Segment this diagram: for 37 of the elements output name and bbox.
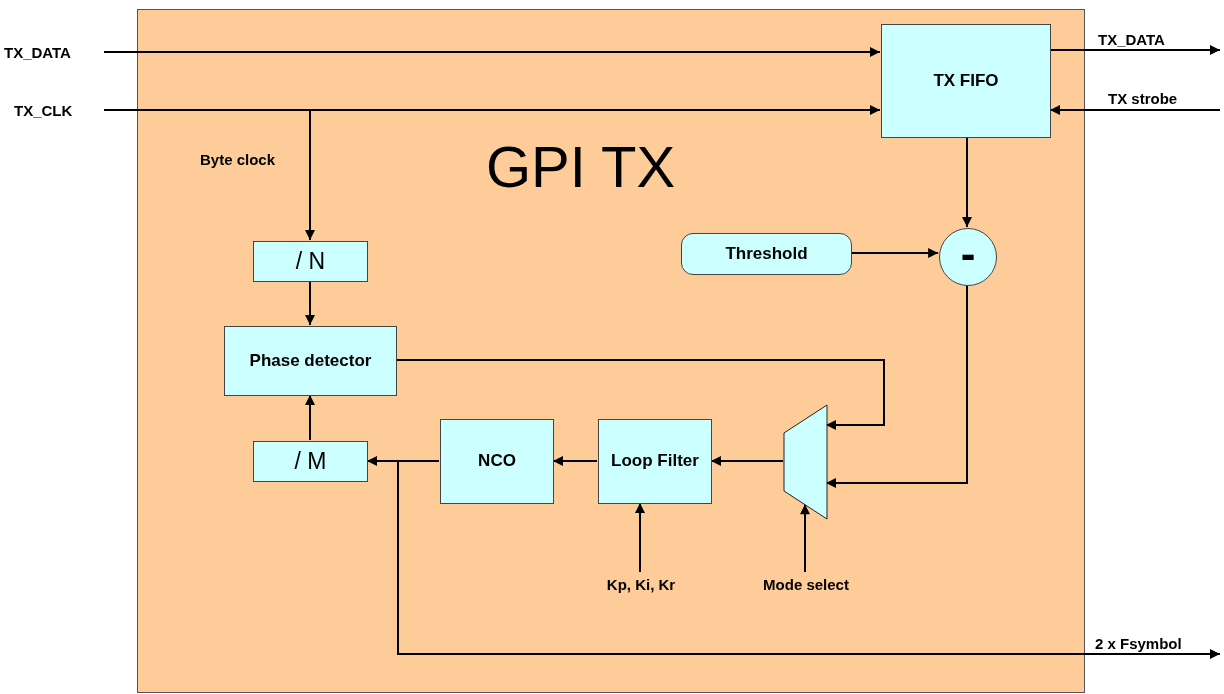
arrow	[825, 284, 968, 488]
arrow	[850, 248, 940, 258]
arrow	[305, 394, 315, 441]
threshold-box	[681, 233, 852, 275]
arrow	[1049, 45, 1221, 55]
signal-label: Mode select	[746, 573, 866, 595]
arrow	[962, 136, 972, 228]
gpi-tx-block	[137, 9, 1085, 693]
arrow	[395, 359, 885, 430]
block-label: TX FIFO	[933, 69, 999, 92]
loop-filter-box	[598, 419, 712, 504]
arrow	[305, 280, 315, 326]
phase-detector-box	[224, 326, 397, 396]
block-label: / M	[294, 446, 327, 476]
signal-label: 2 x Fsymbol	[1090, 632, 1222, 654]
block-label: Loop Filter	[611, 450, 699, 473]
signal-label: TX_DATA	[1090, 28, 1222, 50]
signal-label: TX_DATA	[4, 41, 104, 63]
minus-sign: -	[960, 232, 976, 276]
signal-label: Byte clock	[200, 151, 276, 168]
arrow	[103, 47, 881, 57]
arrow	[1049, 105, 1221, 115]
arrow	[397, 460, 1221, 659]
signal-label: TX strobe	[1104, 88, 1208, 110]
block-label: NCO	[478, 450, 516, 473]
arrow	[710, 456, 784, 466]
parameter-label: Kp, Ki, Kr	[581, 573, 701, 595]
arrow	[635, 502, 645, 573]
signal-label: TX_CLK	[4, 99, 104, 121]
nco-box	[440, 419, 554, 504]
arrow	[552, 456, 598, 466]
fifo-box	[881, 24, 1051, 138]
arrow	[800, 503, 810, 573]
block-title: GPI TX	[486, 133, 676, 200]
block-label: Threshold	[725, 242, 808, 265]
block-label: / N	[295, 246, 326, 276]
block-label: Phase detector	[249, 349, 372, 372]
